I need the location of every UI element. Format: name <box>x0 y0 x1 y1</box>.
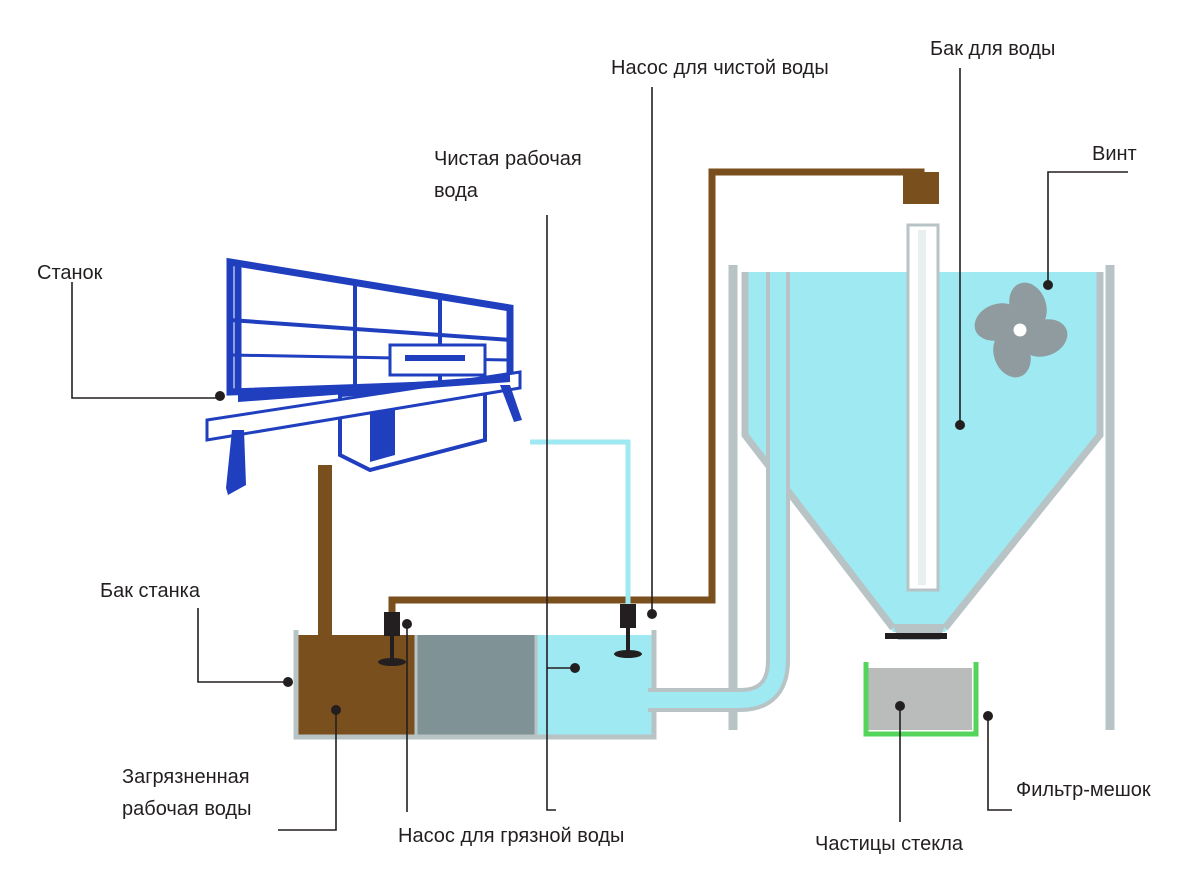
leader-machine <box>71 282 220 399</box>
label-dirty-pump: Насос для грязной воды <box>398 825 624 847</box>
filter-bag-outline <box>863 662 979 737</box>
clean-pump-impeller <box>614 650 642 658</box>
leader-propeller <box>1047 171 1128 285</box>
filter-bag <box>863 662 979 737</box>
filter-bag-content <box>868 668 972 730</box>
label-clean-pump: Насос для чистой воды <box>611 57 829 79</box>
tank-outline <box>293 630 657 740</box>
propeller-blade <box>1020 319 1068 357</box>
water-tank <box>728 223 1115 730</box>
tank-shaft-highlight <box>918 230 926 585</box>
label-propeller: Винт <box>1092 143 1137 165</box>
machine-head-slot <box>405 355 465 361</box>
leader-dot-dirty-water <box>331 705 341 715</box>
label-clean-water-line1: Чистая рабочая <box>434 148 582 170</box>
leader-dot-water-tank <box>955 420 965 430</box>
leader-dot-glass-particles <box>895 701 905 711</box>
leader-dot-dirty-pump <box>402 619 412 629</box>
leader-machine-tank <box>197 608 288 683</box>
label-clean-water-line2: вода <box>434 180 479 202</box>
leader-dot-machine <box>215 391 225 401</box>
dirty-pump-shaft <box>390 636 394 660</box>
leader-filter-bag <box>987 716 1012 811</box>
leader-dot-propeller <box>1043 280 1053 290</box>
machine-leg <box>226 430 246 495</box>
label-dirty-water-line1: Загрязненная <box>122 766 250 788</box>
label-filter-bag: Фильтр-мешок <box>1016 779 1151 801</box>
dirty-pump <box>378 612 406 666</box>
label-machine: Станок <box>37 262 103 284</box>
clean-compartment <box>536 635 654 735</box>
tank-cone-right <box>942 272 1104 631</box>
dirty-pump-impeller <box>378 658 406 666</box>
label-glass-particles: Частицы стекла <box>815 833 964 855</box>
label-water-tank: Бак для воды <box>930 38 1055 60</box>
overflow-return-pipe-inner <box>648 272 786 708</box>
leader-dot-filter-bag <box>983 711 993 721</box>
grey-compartment <box>416 635 536 735</box>
dirty-pump-body <box>384 612 400 636</box>
clean-pump-shaft <box>626 628 630 652</box>
machine-leg <box>500 385 522 422</box>
dirty-pipe-outlet <box>903 172 939 204</box>
tank-cone-left <box>741 272 896 631</box>
leader-dot-clean-pump <box>647 609 657 619</box>
propeller-blade <box>1009 282 1047 330</box>
label-machine-tank: Бак станка <box>100 580 201 602</box>
tank-outlet-flange <box>885 633 947 639</box>
machine-frame-rail <box>229 318 511 342</box>
propeller-blade <box>993 330 1031 378</box>
machine <box>205 257 522 495</box>
label-dirty-water-line2: рабочая воды <box>122 798 251 820</box>
propeller <box>974 282 1068 378</box>
leader-dirty-water <box>278 710 337 831</box>
leader-dot-machine-tank <box>283 677 293 687</box>
machine-conveyor-top <box>238 375 510 402</box>
propeller-hub <box>1010 320 1030 340</box>
clean-return-pipe <box>530 439 631 604</box>
dirty-compartment <box>296 635 416 735</box>
clean-pump <box>614 604 642 658</box>
leader-clean-water <box>546 215 556 811</box>
clean-pump-body <box>620 604 636 628</box>
machine-tank <box>293 630 657 740</box>
machine-drain-pipe <box>318 465 332 645</box>
